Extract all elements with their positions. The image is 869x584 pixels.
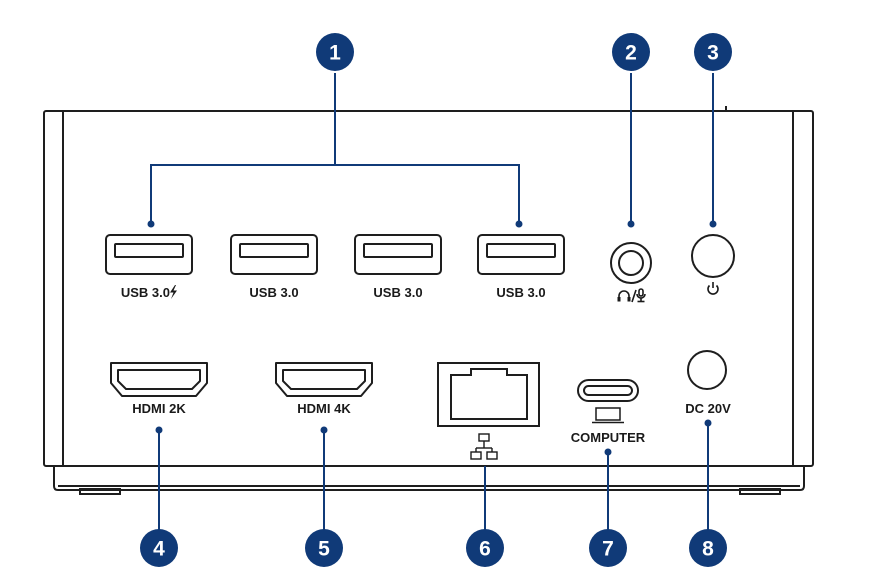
callout-badge-5: 5 [305, 529, 343, 567]
callout-number-5: 5 [318, 538, 330, 561]
lightning-icon [170, 285, 177, 299]
usb-port-2-label: USB 3.0 [249, 285, 298, 300]
dock-base [53, 466, 805, 491]
callout-number-3: 3 [707, 42, 719, 65]
callout-dots [147, 220, 717, 456]
callout-badge-1: 1 [316, 33, 354, 71]
computer-label: COMPUTER [571, 430, 646, 445]
callout-badge-4: 4 [140, 529, 178, 567]
callout-number-4: 4 [153, 538, 165, 561]
callout-badge-7: 7 [589, 529, 627, 567]
callout-number-6: 6 [479, 538, 491, 561]
usb-port-3-label: USB 3.0 [373, 285, 422, 300]
headset-mic-icon [617, 288, 646, 303]
hdmi-2k-label: HDMI 2K [132, 401, 186, 416]
callout-lines [150, 73, 714, 530]
hdmi-4k-label: HDMI 4K [297, 401, 351, 416]
power-button [691, 234, 735, 278]
audio-jack [610, 242, 652, 284]
dock-foot-left [79, 488, 121, 495]
callout-number-7: 7 [602, 538, 614, 561]
callout-number-1: 1 [329, 42, 341, 65]
laptop-icon [592, 407, 624, 424]
dc-jack [687, 350, 727, 390]
dock-body [43, 106, 814, 495]
callout-badge-3: 3 [694, 33, 732, 71]
dock-foot-right [739, 488, 781, 495]
usb-port-3 [354, 234, 442, 275]
power-icon [707, 282, 719, 295]
network-icon [470, 433, 498, 460]
callout-badge-6: 6 [466, 529, 504, 567]
callout-number-8: 8 [702, 538, 714, 561]
leader-line-1 [150, 164, 520, 224]
callout-badge-8: 8 [689, 529, 727, 567]
usb-port-4 [477, 234, 565, 275]
usb-c-port [577, 379, 639, 402]
callout-badge-2: 2 [612, 33, 650, 71]
dc-20v-label: DC 20V [685, 401, 731, 416]
callout-number-2: 2 [625, 42, 637, 65]
hdmi-port-2k [110, 362, 208, 397]
dock-outline [43, 110, 814, 467]
usb-port-4-label: USB 3.0 [496, 285, 545, 300]
usb-port-1 [105, 234, 193, 275]
usb-port-2 [230, 234, 318, 275]
usb-port-1-label: USB 3.0 [121, 285, 170, 300]
hdmi-port-4k [275, 362, 373, 397]
ethernet-port [437, 362, 540, 427]
